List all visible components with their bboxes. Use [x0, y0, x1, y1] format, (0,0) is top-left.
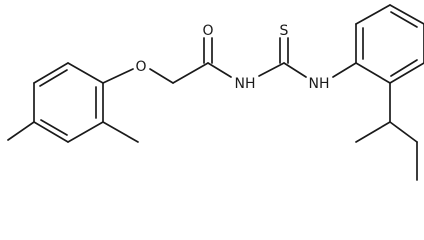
carbonyl-oxygen-label: O — [202, 23, 213, 39]
methylene-carbonyl-bond — [172, 62, 209, 84]
aryl-nh-label: NH — [309, 76, 330, 92]
ether-oxygen-label: O — [135, 59, 146, 75]
molecule-structure: O O NH S NH — [7, 4, 424, 181]
methyl-bond-ortho — [102, 121, 139, 143]
nitrogen-thiocarbonyl-bond — [258, 62, 285, 77]
carbonyl-nitrogen-bond — [207, 62, 232, 78]
sec-butyl-group — [355, 82, 418, 181]
methyl-bond-para — [7, 121, 35, 141]
thione-sulfur-label: S — [280, 23, 289, 39]
amide-nh-label: NH — [235, 76, 256, 92]
thiocarbonyl-nitrogen-bond — [283, 62, 307, 78]
dimethylphenyl-ring — [33, 62, 104, 143]
oxygen-methylene-bond — [149, 68, 174, 84]
aryl-oxygen-bond — [102, 68, 134, 84]
nitrogen-aryl-bond — [332, 62, 357, 78]
phenyl-ring — [355, 4, 424, 84]
